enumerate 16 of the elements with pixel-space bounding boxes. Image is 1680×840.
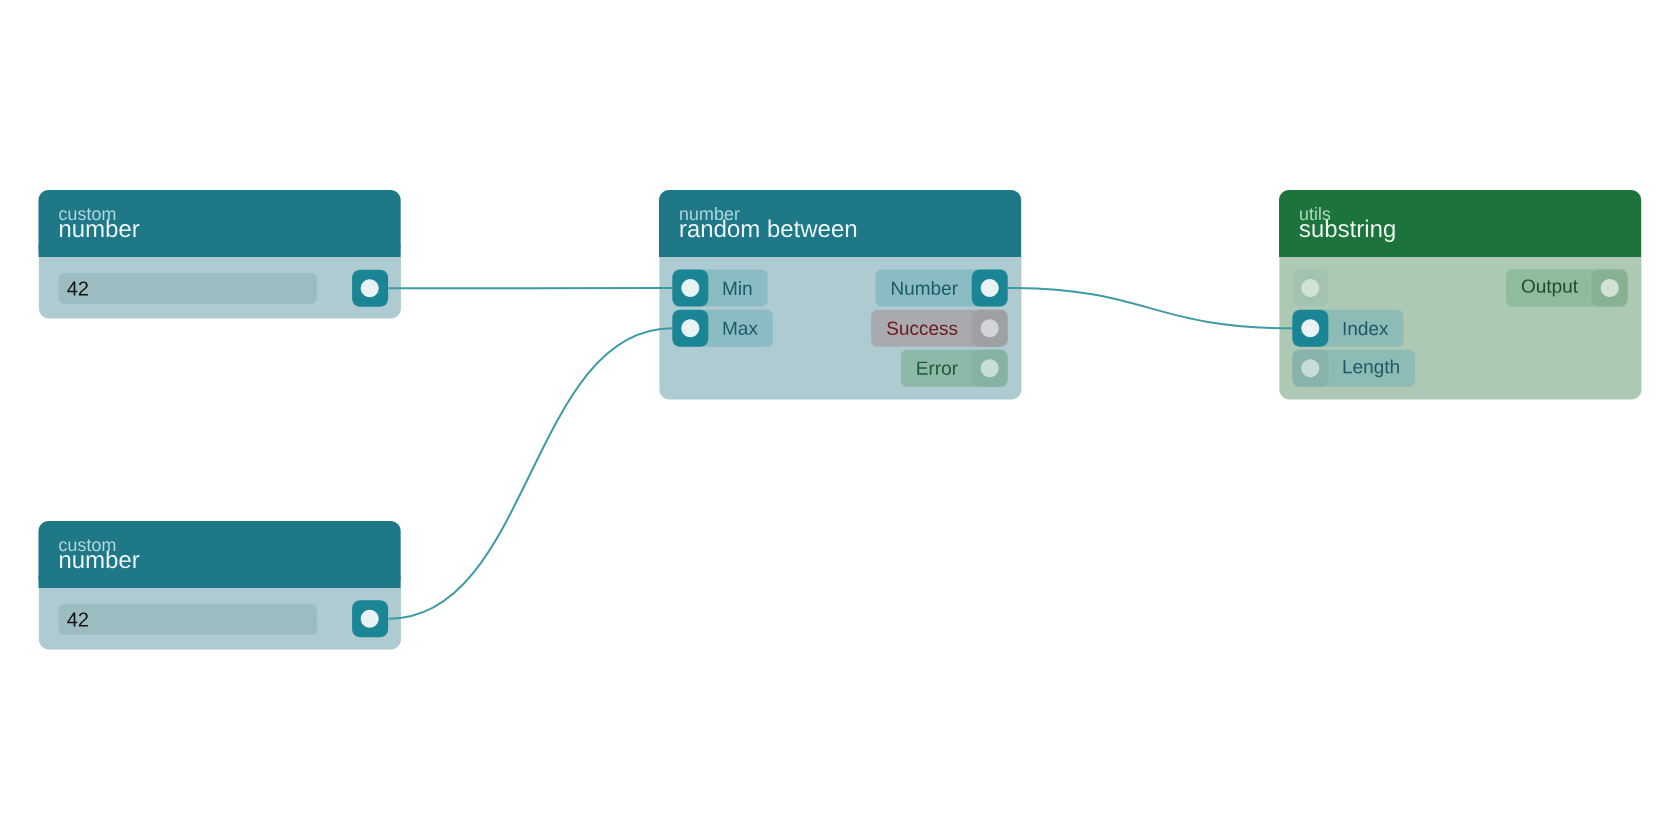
node-title: number	[60, 219, 140, 238]
connector	[387, 327, 674, 620]
category-label: number	[680, 206, 740, 221]
port-icon	[352, 600, 389, 638]
node-title: number	[60, 550, 140, 569]
port-icon	[1292, 269, 1329, 307]
category-label: custom	[59, 539, 116, 552]
port-icon	[352, 269, 389, 307]
category-label: custom	[59, 208, 116, 221]
connector	[1006, 287, 1294, 330]
input-field: 42	[58, 273, 318, 304]
input-field: 42	[58, 604, 318, 635]
connector	[387, 287, 674, 290]
node-title: substring	[1299, 219, 1395, 242]
node-title: random between	[680, 219, 857, 238]
category-label: utils	[1300, 206, 1331, 221]
